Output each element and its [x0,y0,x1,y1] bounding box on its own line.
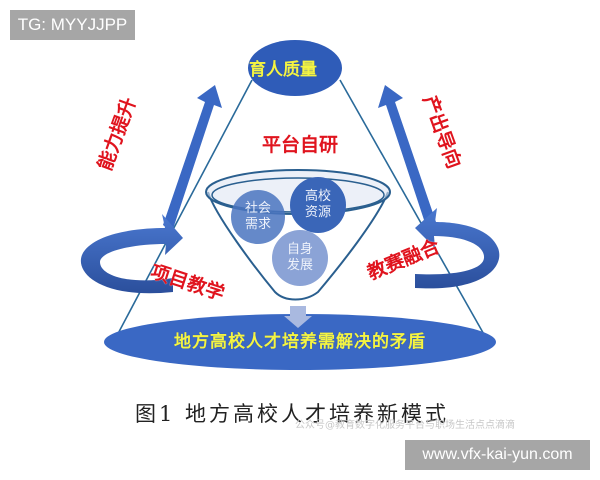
figure-caption: 图1 地方高校人才培养新模式 [135,402,450,426]
circle-text-line: 社会 [244,201,271,216]
left-swirl-arrow [80,214,183,294]
circle-text-line: 发展 [286,258,313,273]
circle-self-development-label: 自身 发展 [280,242,320,274]
circle-text-line: 自身 [286,242,313,257]
triangle-outline [111,79,491,346]
right-swirl-arrow [415,208,500,289]
base-label: 地方高校人才培养需解决的矛盾 [174,332,426,352]
circle-text-line: 资源 [304,205,331,220]
faint-watermark: 公众号@教育数字化服务平台与职场生活点点滴滴 [295,420,515,431]
base-ellipse [104,314,496,370]
talent-model-diagram [80,40,500,370]
circle-university-resources-label: 高校 资源 [298,189,338,221]
url-watermark: www.vfx-kai-yun.com [405,440,590,470]
circle-text-line: 需求 [244,217,271,232]
circle-university-resources [290,177,346,233]
circle-social-demand [231,190,285,244]
apex-ellipse [248,40,342,96]
tg-watermark: TG: MYYJJPP [10,10,135,40]
center-title: 平台自研 [261,134,338,156]
circle-text-line: 高校 [304,189,331,204]
circle-self-development [272,230,328,286]
apex-label: 育人质量 [249,60,317,80]
left-up-arrow [163,85,222,232]
circle-social-demand-label: 社会 需求 [238,201,278,233]
right-up-arrow [378,85,437,232]
down-arrow [284,306,312,328]
